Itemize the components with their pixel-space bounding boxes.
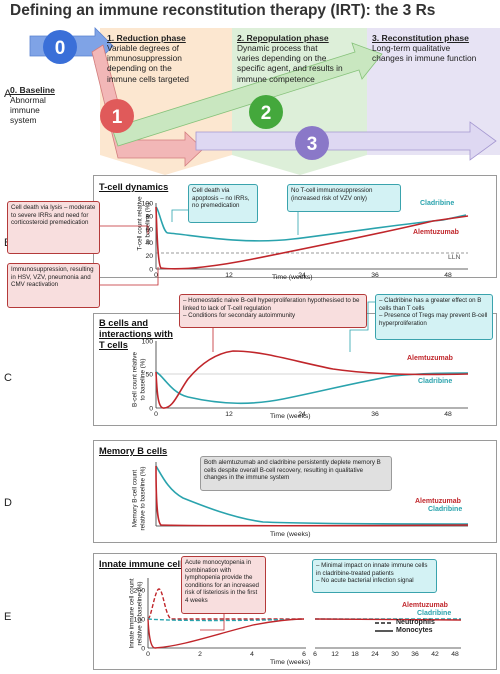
y-tick-label: 0: [149, 405, 153, 412]
phase-2-circle: [249, 95, 283, 129]
phase-0-number: 0: [55, 38, 66, 59]
x-tick-label: 0: [154, 272, 158, 278]
repopulation-arrow: [111, 42, 383, 147]
panel-c-chart: 0 50 100 0 12 24 36 48: [142, 338, 469, 418]
x-tick-label: 0: [154, 411, 158, 418]
y-tick-label: 80: [145, 214, 153, 221]
y-tick-label: 50: [145, 371, 153, 378]
y-tick-label: 100: [142, 200, 154, 207]
cladribine-line: [155, 465, 469, 525]
x-tick-label: 6: [302, 651, 306, 658]
panel-c-label-cladribine: Cladribine: [418, 378, 453, 385]
phase-3-text: 3. Reconstitution phase Long-term qualit…: [372, 33, 477, 64]
panel-d-chart: [155, 462, 469, 527]
row-label-e: E: [4, 611, 12, 623]
x-tick-label: 12: [331, 651, 339, 658]
panel-b-heading: T-cell dynamics: [99, 182, 169, 192]
x-tick-label: 36: [371, 272, 379, 278]
panel-b-xlabel: Time (weeks): [272, 274, 313, 281]
y-tick-label: 200: [134, 587, 146, 594]
phase-2-text: 2. Repopulation phase Dynamic process th…: [237, 33, 343, 84]
y-tick-label: 40: [145, 240, 153, 247]
y-tick-label: 100: [142, 338, 154, 345]
reconstitution-arrow: [195, 121, 497, 161]
alemtuzumab-line: [155, 206, 469, 270]
phase-3-circle: [295, 126, 329, 160]
y-tick-label: 20: [145, 253, 153, 260]
x-tick-label: 48: [451, 651, 459, 658]
row-label-c: C: [4, 372, 12, 384]
row-label-a: A: [4, 88, 12, 100]
x-tick-label: 18: [351, 651, 359, 658]
callout-apoptosis: Cell death via apoptosis – no IRRs, no p…: [188, 184, 258, 223]
lln-label: LLN: [448, 254, 461, 261]
x-tick-label: 36: [371, 411, 379, 418]
x-tick-label: 12: [225, 272, 233, 278]
panel-e-xlabel: Time (weeks): [270, 659, 311, 666]
phase-0-text: 0. Baseline Abnormal immune system: [10, 85, 55, 126]
panel-d-label-alemtuzumab: Alemtuzumab: [415, 498, 461, 505]
panel-d: [93, 440, 497, 543]
cladribine-line: [155, 371, 469, 405]
x-tick-label: 4: [250, 651, 254, 658]
y-tick-label: 0: [141, 645, 145, 652]
phase-2-number: 2: [261, 103, 272, 124]
panel-e-label-alemtuzumab: Alemtuzumab: [402, 602, 448, 609]
row-label-d: D: [4, 497, 12, 509]
panel-d-label-cladribine: Cladribine: [428, 506, 463, 513]
y-tick-label: 60: [145, 227, 153, 234]
callout-memory: Both alemtuzumab and cladribine persiste…: [200, 456, 392, 491]
panel-c-label-alemtuzumab: Alemtuzumab: [407, 355, 453, 362]
x-tick-label: 48: [444, 411, 452, 418]
x-tick-label: 24: [371, 651, 379, 658]
phase-3-number: 3: [307, 134, 318, 155]
panel-d-xlabel: Time (weeks): [270, 531, 311, 538]
phase-1-number: 1: [112, 107, 123, 128]
cladribine-line: [155, 206, 467, 242]
alemtuzumab-line: [155, 465, 469, 527]
x-tick-label: 24: [298, 272, 306, 278]
callout-innate: – Minimal impact on innate immune cells …: [312, 559, 437, 593]
phase-diagram: 0 1 2 3: [29, 27, 500, 175]
callout-cladribine-effect: – Cladribine has a greater effect on B c…: [375, 294, 493, 340]
x-tick-label: 48: [444, 272, 452, 278]
callout-homeostatic: – Homeostatic naive B-cell hyperprolifer…: [179, 294, 367, 328]
page-title: Defining an immune reconstitution therap…: [10, 2, 436, 19]
x-tick-label: 30: [391, 651, 399, 658]
panel-e-label-cladribine: Cladribine: [417, 610, 452, 617]
x-tick-label: 12: [225, 411, 233, 418]
panel-e: [93, 553, 497, 670]
panel-b-chart: 0 20 40 60 80 100 0 12 24 36 48: [142, 200, 469, 278]
legend-neutrophils: Neutrophils: [396, 619, 435, 626]
callout-immunosuppression: Immunosuppression, resulting in HSV, VZV…: [7, 263, 100, 308]
x-tick-label: 36: [411, 651, 419, 658]
x-tick-label: 6: [313, 651, 317, 658]
reconstitution-band: [367, 28, 500, 155]
x-tick-label: 42: [431, 651, 439, 658]
legend-monocytes: Monocytes: [396, 627, 433, 634]
panel-d-heading: Memory B cells: [99, 446, 168, 456]
callout-no-tcell: No T-cell immunosuppression (increased r…: [287, 184, 401, 212]
phase-1-circle: [100, 99, 134, 133]
alemtuzumab-monocytes-line: [147, 618, 305, 649]
y-tick-label: 0: [149, 266, 153, 273]
panel-b-label-cladribine: Cladribine: [420, 200, 455, 207]
panel-c-xlabel: Time (weeks): [270, 413, 311, 420]
alemtuzumab-neutrophils-line: [147, 588, 304, 620]
panel-e-heading: Innate immune cells: [99, 559, 188, 569]
panel-b-label-alemtuzumab: Alemtuzumab: [413, 229, 459, 236]
alemtuzumab-line: [155, 350, 469, 409]
callout-monocytopenia: Acute monocytopenia in combination with …: [181, 556, 266, 614]
callout-lysis: Cell death via lysis – moderate to sever…: [7, 201, 100, 254]
phase-0-circle: [43, 30, 77, 64]
x-tick-label: 0: [146, 651, 150, 658]
phase-1-text: 1. Reduction phase Variable degrees of i…: [107, 33, 189, 84]
alemtuzumab-right-line: [314, 618, 462, 621]
x-tick-label: 2: [198, 651, 202, 658]
x-tick-label: 24: [298, 411, 306, 418]
y-tick-label: 100: [134, 616, 146, 623]
